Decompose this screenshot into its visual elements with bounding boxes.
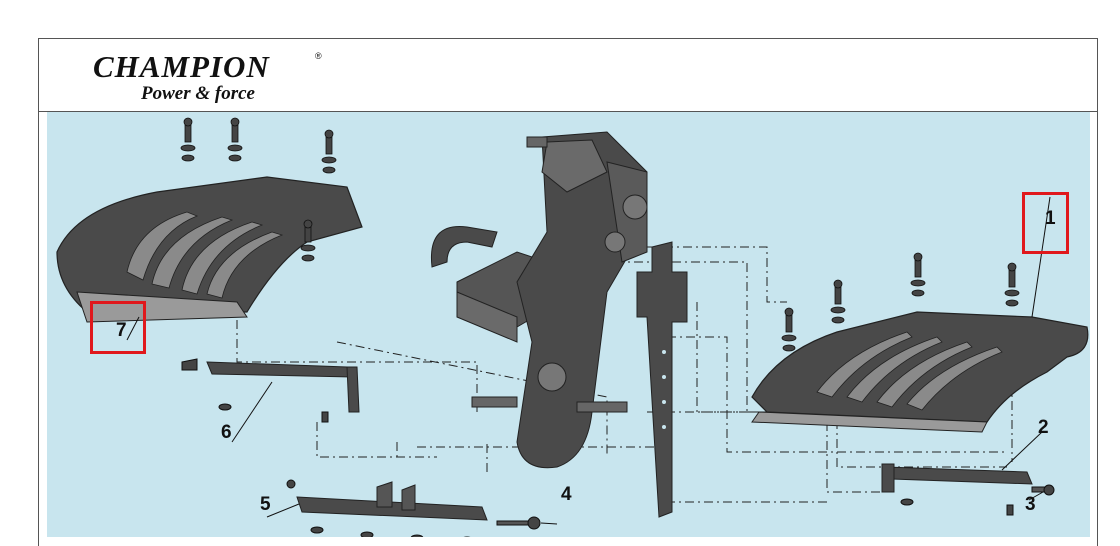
right-shield-bolts bbox=[781, 252, 1020, 352]
highlight-box-callout-7 bbox=[90, 301, 146, 354]
axle-bolt bbox=[496, 516, 541, 530]
callout-3: 3 bbox=[1025, 494, 1036, 515]
right-fender-shield bbox=[751, 311, 1089, 433]
left-shield-bolts bbox=[180, 117, 337, 262]
exploded-parts-diagram: 1 2 3 4 5 6 7 bbox=[47, 112, 1090, 537]
callout-7: 7 bbox=[116, 320, 127, 341]
callout-4: 4 bbox=[561, 484, 572, 505]
lower-mounting-bracket bbox=[286, 479, 488, 537]
callout-1: 1 bbox=[1045, 208, 1056, 229]
callout-5: 5 bbox=[260, 494, 271, 515]
brand-logo: CHAMPION ® Power & force bbox=[93, 49, 333, 109]
leader-lines bbox=[126, 196, 1051, 525]
central-gearbox-assembly bbox=[430, 131, 648, 469]
left-fender-shield bbox=[56, 176, 363, 323]
parts-drawing bbox=[56, 117, 1089, 537]
page-header: CHAMPION ® Power & force bbox=[39, 39, 1097, 112]
logo-wordmark: CHAMPION bbox=[93, 49, 270, 84]
right-mounting-bracket bbox=[881, 463, 1033, 516]
logo-registered-mark: ® bbox=[315, 51, 322, 61]
callout-2: 2 bbox=[1038, 417, 1049, 438]
callout-6: 6 bbox=[221, 422, 232, 443]
logo-tagline: Power & force bbox=[141, 83, 255, 104]
diagram-frame: CHAMPION ® Power & force bbox=[38, 38, 1098, 546]
left-mounting-bracket bbox=[181, 358, 360, 423]
highlight-box-callout-1 bbox=[1022, 192, 1069, 254]
side-bolt bbox=[1031, 484, 1055, 496]
depth-bar bbox=[636, 241, 688, 518]
